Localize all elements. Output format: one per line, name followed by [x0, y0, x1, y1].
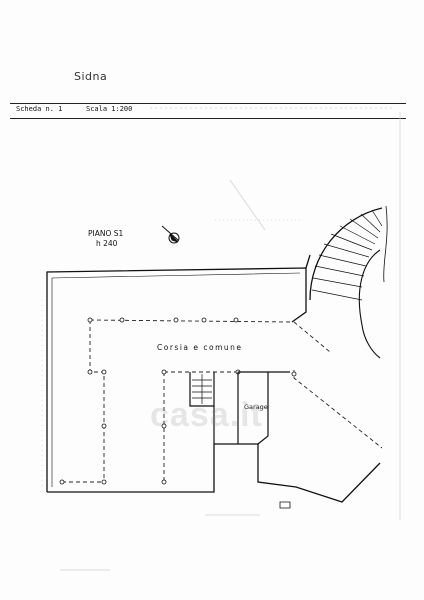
outer-wall: [46, 254, 381, 503]
sheet-number: Scheda n. 1: [16, 105, 63, 113]
handwritten-mark: Sidna: [74, 70, 108, 83]
faint-background-lines: [41, 107, 401, 571]
interior-walls: [189, 371, 290, 445]
scale-label: Scala 1:200: [86, 105, 133, 113]
spiral-ramp: [309, 205, 388, 359]
north-arrow: [161, 225, 180, 244]
corridor-label: Corsia e comune: [157, 343, 243, 352]
garage-label: Garage: [244, 403, 268, 411]
column-markers: [59, 317, 297, 485]
watermark: casa.it: [150, 396, 263, 434]
stair: [192, 374, 212, 404]
floor-name: PIANO S1: [88, 229, 124, 238]
floor-height: h 240: [96, 239, 118, 248]
header-strip: [10, 103, 406, 119]
small-mark: [279, 501, 291, 509]
